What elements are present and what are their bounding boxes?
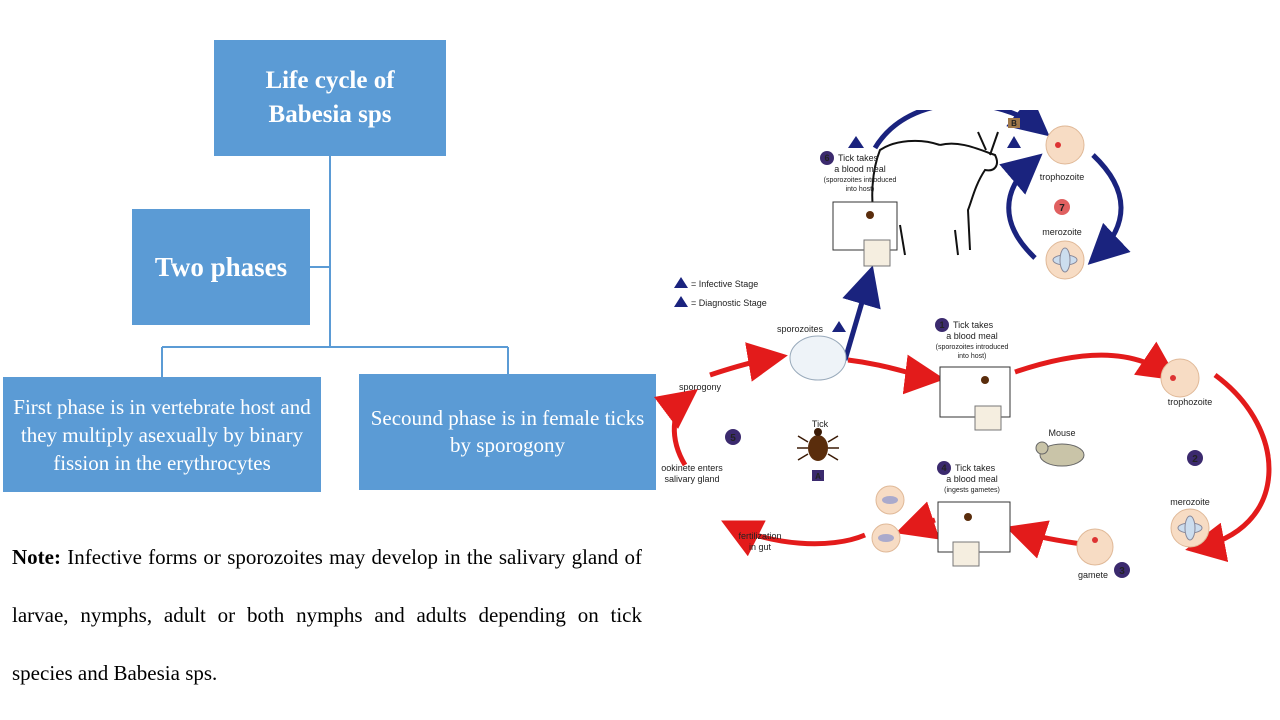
first-phase-box: First phase is in vertebrate host and th… bbox=[3, 377, 321, 492]
trophozoite-top-nucleus bbox=[1055, 142, 1061, 148]
badge-a bbox=[812, 470, 824, 481]
diagnostic-stage-icon bbox=[1007, 136, 1021, 148]
second-phase-text: Secound phase is in female ticks by spor… bbox=[370, 406, 645, 457]
ookinete-line2: salivary gland bbox=[664, 474, 719, 484]
gamete-label: gamete bbox=[1078, 570, 1108, 580]
step2-number: 2 bbox=[1192, 454, 1198, 465]
merozoite-top-label: merozoite bbox=[1042, 227, 1082, 237]
babesia-life-cycle-diagram: 7 trophozoite merozoite B 6 Tick takes a… bbox=[654, 110, 1272, 580]
step3-number: 3 bbox=[1119, 566, 1125, 577]
first-phase-text: First phase is in vertebrate host and th… bbox=[13, 394, 311, 475]
legend-infective-label: = Infective Stage bbox=[691, 279, 758, 289]
step2-circle bbox=[1187, 450, 1203, 466]
trophozoite-right-label: trophozoite bbox=[1168, 397, 1213, 407]
step1-line3: (sporozoites introduced bbox=[936, 344, 1009, 351]
step7-circle bbox=[1054, 199, 1070, 215]
step5-number: 5 bbox=[730, 433, 736, 444]
step4-line2: a blood meal bbox=[946, 474, 998, 484]
step1-circle bbox=[935, 318, 949, 332]
svg-text:A: A bbox=[815, 472, 821, 481]
merozoite-right-label: merozoite bbox=[1170, 497, 1210, 507]
legend-diagnostic-icon bbox=[674, 296, 688, 307]
svg-text:B: B bbox=[1011, 119, 1017, 128]
fertilization-line1: fertilization bbox=[738, 531, 781, 541]
note-text: Infective forms or sporozoites may devel… bbox=[12, 545, 643, 685]
phases-text: Two phases bbox=[154, 251, 288, 282]
step1-number: 1 bbox=[939, 320, 944, 330]
sporogony-label: sporogony bbox=[679, 382, 722, 392]
step6-line1: Tick takes bbox=[838, 153, 879, 163]
trophozoite-top-label: trophozoite bbox=[1040, 172, 1085, 182]
tick-illustration bbox=[797, 428, 839, 461]
cow-illustration bbox=[871, 131, 999, 256]
step6-line4: into host) bbox=[846, 186, 875, 193]
step3-circle bbox=[1114, 562, 1130, 578]
sporozoites-gland bbox=[789, 335, 847, 381]
step6-line2: a blood meal bbox=[834, 164, 886, 174]
badge-b bbox=[1008, 118, 1020, 128]
title-text: Life cycle of Babesia sps bbox=[265, 67, 395, 128]
infective-stage-icon-6 bbox=[848, 136, 864, 148]
step1-line4: into host) bbox=[958, 353, 987, 360]
fertilization-line2: in gut bbox=[749, 542, 772, 552]
mouse-illustration bbox=[1039, 443, 1085, 467]
mouse-label: Mouse bbox=[1048, 428, 1075, 438]
note-paragraph: Note: Infective forms or sporozoites may… bbox=[12, 528, 642, 702]
trophozoite-right-cell bbox=[1160, 358, 1200, 398]
step1-line1: Tick takes bbox=[953, 320, 994, 330]
host-cycle-arrows bbox=[842, 110, 1131, 361]
step4-circle bbox=[937, 461, 951, 475]
infective-stage-icon-sporozoites bbox=[832, 321, 846, 332]
note-label: Note: bbox=[12, 545, 61, 569]
step6-number: 6 bbox=[824, 153, 829, 163]
second-phase-box: Secound phase is in female ticks by spor… bbox=[359, 374, 656, 490]
phases-box: Two phases bbox=[132, 209, 310, 325]
step4-line3: (ingests gametes) bbox=[944, 487, 1000, 494]
step6-line3: (sporozoites introduced bbox=[824, 177, 897, 184]
title-box: Life cycle of Babesia sps bbox=[214, 40, 446, 156]
sporozoites-label: sporozoites bbox=[777, 324, 824, 334]
tick-cycle-arrows bbox=[654, 341, 1272, 563]
step5-circle bbox=[725, 429, 741, 445]
step4-line1: Tick takes bbox=[955, 463, 996, 473]
legend-infective-icon bbox=[674, 277, 688, 288]
step7-number: 7 bbox=[1059, 203, 1065, 214]
step4-number: 4 bbox=[941, 463, 946, 473]
ookinete-line1: ookinete enters bbox=[661, 463, 723, 473]
legend-diagnostic-label: = Diagnostic Stage bbox=[691, 298, 767, 308]
step1-line2: a blood meal bbox=[946, 331, 998, 341]
tick-label: Tick bbox=[812, 419, 829, 429]
step6-circle bbox=[820, 151, 834, 165]
trophozoite-top-cell bbox=[1045, 125, 1085, 165]
gamete-cell bbox=[1076, 528, 1114, 566]
